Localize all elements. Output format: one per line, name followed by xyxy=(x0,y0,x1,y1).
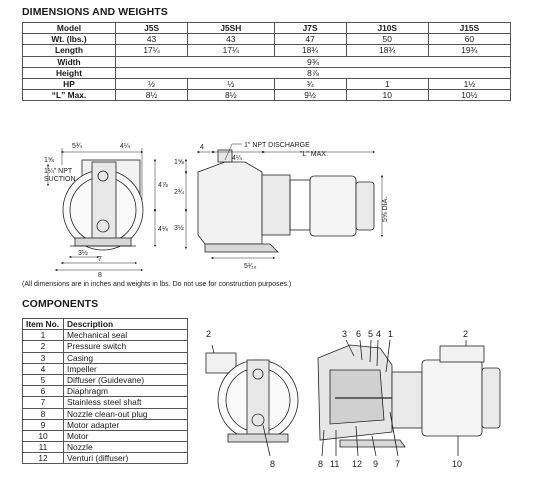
callout-section-bottom: 9 xyxy=(373,459,378,469)
item-number: 12 xyxy=(22,452,64,465)
discharge-label: 1" NPT DISCHARGE xyxy=(244,142,310,149)
table-cell: 10½ xyxy=(427,89,512,102)
table-row: Width 9¾ xyxy=(22,55,511,68)
callout-section-top: 6 xyxy=(356,329,361,339)
item-number: 4 xyxy=(22,362,64,375)
table-header-row: Item No. Description xyxy=(22,317,188,331)
callout-section-bottom: 8 xyxy=(318,459,323,469)
dim-side-left-b: 2¾ xyxy=(174,189,184,196)
item-description: Motor xyxy=(63,429,188,443)
item-description: Diffuser (Guidevane) xyxy=(63,373,188,387)
callout-motor-bottom: 10 xyxy=(452,459,462,469)
callout-section-top: 4 xyxy=(376,329,381,339)
callout-section-top: 5 xyxy=(368,329,373,339)
header-cell: Description xyxy=(63,317,188,331)
item-number: 8 xyxy=(22,407,64,420)
table-cell: 8½ xyxy=(187,89,275,102)
item-number: 1 xyxy=(22,329,64,342)
dim-side-left-a: 1⅝ xyxy=(174,159,184,166)
callout-section-bottom: 12 xyxy=(352,459,362,469)
side-view-labels: 1" NPT DISCHARGE 4 4¼ "L" MAX. 1⅝ 2¾ 3½ … xyxy=(174,142,389,270)
item-description: Impeller xyxy=(63,362,188,375)
item-description: Motor adapter xyxy=(63,418,188,431)
callout-section-top: 3 xyxy=(342,329,347,339)
dimensions-title: DIMENSIONS AND WEIGHTS xyxy=(22,6,168,18)
item-description: Diaphragm xyxy=(63,385,188,398)
callout-front-top: 2 xyxy=(206,329,211,339)
table-cell: 9½ xyxy=(273,89,347,102)
dimensions-note: (All dimensions are in inches and weight… xyxy=(22,281,292,288)
callout-motor-top: 2 xyxy=(463,329,468,339)
item-number: 11 xyxy=(22,441,64,454)
component-front-drawing xyxy=(205,344,299,457)
item-description: Nozzle xyxy=(63,441,188,454)
side-view-dimensions xyxy=(184,143,384,260)
side-view-drawing xyxy=(197,149,375,253)
item-number: 9 xyxy=(22,418,64,431)
table-row: Length 17¼ 17¼ 18¾ 18¾ 19¾ xyxy=(22,44,512,57)
table-row: HP ½ ½ ¾ 1 1½ xyxy=(22,77,512,91)
front-view-drawing xyxy=(62,159,144,251)
table-cell: 1½ xyxy=(427,77,512,91)
callouts: 2 8 3 6 5 4 1 2 8 11 12 9 7 10 xyxy=(206,329,468,469)
components-title: COMPONENTS xyxy=(22,298,99,310)
item-number: 10 xyxy=(22,429,64,443)
item-description: Nozzle clean-out plug xyxy=(63,407,188,420)
item-description: Pressure switch xyxy=(63,340,188,353)
header-cell: Item No. xyxy=(22,317,64,331)
callout-section-bottom: 7 xyxy=(395,459,400,469)
table-row: “L” Max. 8½ 8½ 9½ 10 10½ xyxy=(22,89,512,102)
dim-top-right: 4¼ xyxy=(120,143,130,150)
dim-right-upper: 4⅞ xyxy=(158,182,168,189)
dia-label: 5⅝ DIA. xyxy=(382,197,389,222)
item-number: 7 xyxy=(22,396,64,409)
dim-left: 1⅝ xyxy=(44,157,54,164)
item-number: 2 xyxy=(22,340,64,353)
dim-bottom-a: 3½ xyxy=(78,249,88,257)
dim-bottom-c: 8 xyxy=(98,272,102,279)
item-description: Casing xyxy=(63,351,188,364)
dimensions-table: Model J5S J5SH J7S J10S J15S Wt. (lbs.) … xyxy=(22,21,512,102)
callout-section-top: 1 xyxy=(388,329,393,339)
dim-side-base: 5¹⁄₁₆ xyxy=(244,263,257,270)
item-description: Venturi (diffuser) xyxy=(63,452,188,465)
item-number: 3 xyxy=(22,351,64,364)
item-number: 5 xyxy=(22,373,64,387)
front-view-dimensions xyxy=(46,148,157,272)
dim-side-top-a: 4 xyxy=(200,144,204,151)
l-max-label: "L" MAX. xyxy=(300,151,328,158)
callout-front-bottom: 8 xyxy=(270,459,275,469)
component-section-drawing xyxy=(317,339,501,457)
dim-side-top-b: 4¼ xyxy=(232,155,242,162)
table-row: Wt. (lbs.) 43 43 47 50 60 xyxy=(22,33,512,46)
dim-top-width: 5¾ xyxy=(72,143,82,150)
dim-bottom-b: 7 xyxy=(98,256,102,263)
dim-right-lower: 4⅛ xyxy=(158,226,168,233)
callout-section-bottom: 11 xyxy=(330,459,339,469)
item-description: Mechanical seal xyxy=(63,329,188,342)
dim-side-left-c: 3½ xyxy=(174,224,184,232)
item-number: 6 xyxy=(22,385,64,398)
item-description: Stainless steel shaft xyxy=(63,396,188,409)
